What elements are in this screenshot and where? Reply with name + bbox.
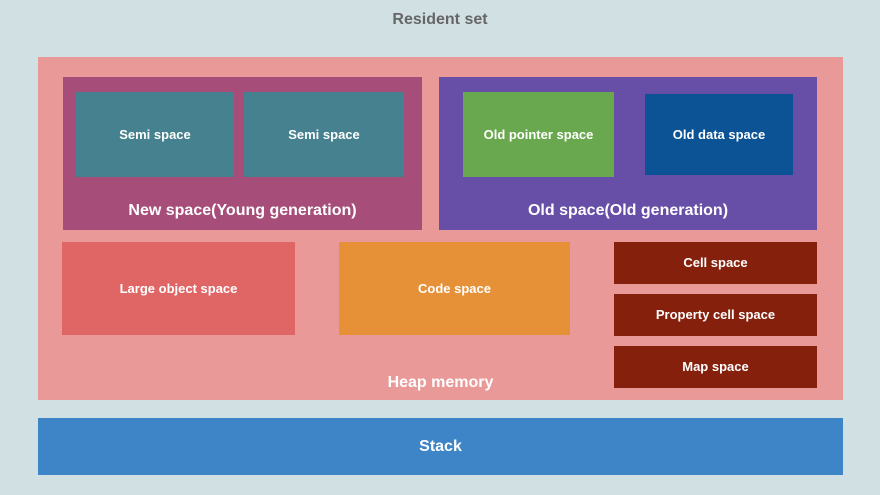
code-space: Code space [339,242,570,335]
heap-memory-label: Heap memory [387,374,494,391]
semi-space-1: Semi space [76,92,234,177]
semi-space-2: Semi space [244,92,404,177]
map-space-label: Map space [682,359,749,374]
stack-label: Stack [419,437,462,455]
old-pointer-space-label: Old pointer space [483,126,594,142]
property-cell-space-label: Property cell space [655,307,776,322]
resident-set-title: Resident set [392,11,488,28]
new-space-region: Semi space Semi space New space(Young ge… [63,77,422,230]
heap-memory-region: Semi space Semi space New space(Young ge… [38,57,843,400]
semi-space-1-label: Semi space [119,126,191,142]
old-space-region: Old pointer space Old data space Old spa… [439,77,817,230]
old-space-label: Old space(Old generation) [527,202,729,219]
map-space: Map space [614,346,817,388]
stack-region: Stack [38,418,843,475]
cell-space: Cell space [614,242,817,284]
old-data-space-label: Old data space [672,126,766,142]
code-space-label: Code space [418,280,491,296]
cell-space-label: Cell space [683,255,748,270]
large-object-space-label: Large object space [119,280,238,296]
old-data-space: Old data space [645,94,793,175]
large-object-space: Large object space [62,242,295,335]
new-space-label: New space(Young generation) [128,202,357,219]
old-pointer-space: Old pointer space [463,92,614,177]
property-cell-space: Property cell space [614,294,817,336]
semi-space-2-label: Semi space [288,126,360,142]
